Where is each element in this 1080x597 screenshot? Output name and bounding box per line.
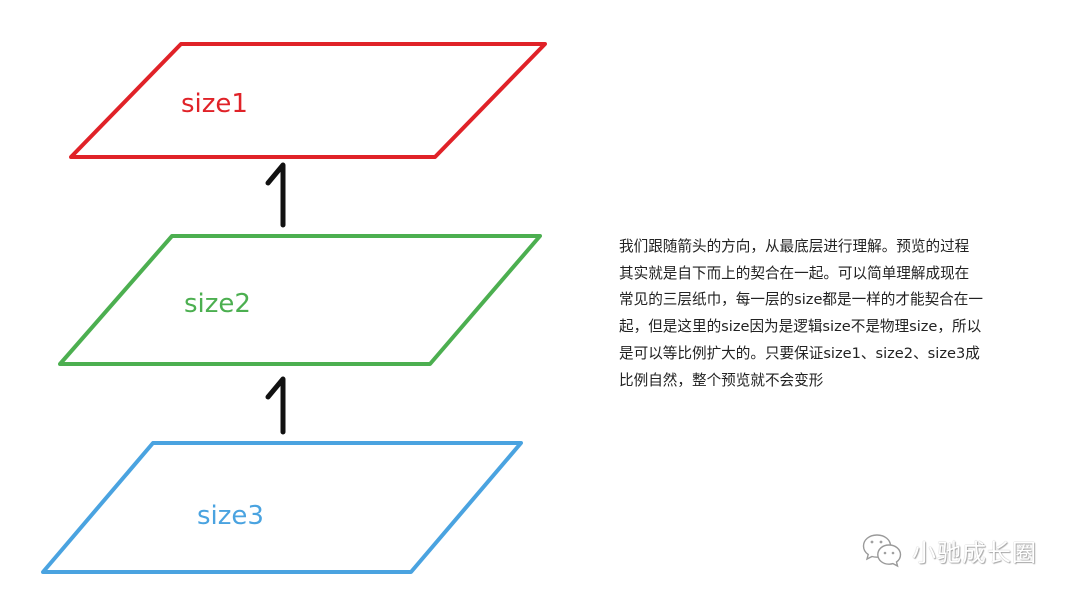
description-line: 比例自然，整个预览就不会变形: [619, 371, 824, 389]
layer-size3-label: size3: [197, 501, 264, 531]
layer-size2: size2: [58, 234, 542, 366]
description-line: 我们跟随箭头的方向，从最底层进行理解。预览的过程: [619, 238, 970, 255]
arrow-size3-to-size1: [265, 376, 286, 435]
layer-size1-label: size1: [181, 89, 248, 119]
description-line: 其实就是自下而上的契合在一起。可以简单理解成现在: [619, 264, 970, 282]
arrow-up-icon: [265, 162, 286, 228]
watermark: 小驰成长圈: [862, 528, 1037, 572]
description-line: 起，但是这里的size因为是逻辑size不是物理size，所以: [619, 318, 982, 336]
arrow-up-icon: [265, 376, 286, 435]
description-text: 我们跟随箭头的方向，从最底层进行理解。预览的过程 其实就是自下而上的契合在一起。…: [619, 234, 1059, 394]
watermark-text: 小驰成长圈: [912, 538, 1037, 567]
layer-size2-label: size2: [184, 289, 251, 319]
layer-size3: size3: [41, 441, 523, 574]
arrow-size2-to-size1: [265, 162, 286, 228]
wechat-icon: [862, 534, 902, 568]
description-line: 是可以等比例扩大的。只要保证size1、size2、size3成: [619, 344, 980, 362]
layer-size3-parallelogram: [41, 441, 523, 574]
layer-size1: size1: [69, 42, 547, 159]
layer-size2-parallelogram: [58, 234, 542, 366]
description-line: 常见的三层纸巾，每一层的size都是一样的才能契合在一: [619, 291, 983, 309]
layer-size1-parallelogram: [69, 42, 547, 159]
